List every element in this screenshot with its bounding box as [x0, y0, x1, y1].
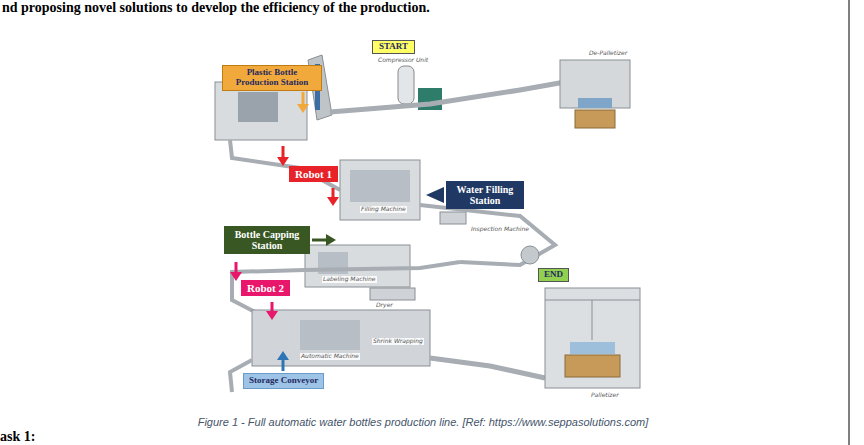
station-label: Plastic Bottle Production Station [222, 65, 322, 91]
conveyor-label: Storage Conveyor [243, 373, 324, 389]
station-label: Bottle Capping Station [224, 226, 310, 254]
node-text: Bottle Capping Station [227, 229, 307, 251]
machine-label: De-Palletizer [588, 50, 628, 57]
robot-label: Robot 2 [241, 280, 290, 296]
node-text: END [544, 270, 563, 280]
node-text: START [379, 42, 408, 52]
machine-label: Compressor Unit [377, 57, 429, 64]
machine-label: Shrink Wrapping [372, 338, 424, 345]
machine-label: Automatic Machine [300, 353, 360, 360]
machine-label: Dryer [375, 302, 394, 309]
end-box: END [538, 268, 569, 282]
node-text: Water Filling Station [450, 184, 520, 206]
node-text: Robot 1 [295, 168, 332, 180]
machine-label: Palletizer [590, 392, 620, 399]
heading-text: ask 1: [0, 429, 35, 444]
node-text: Plastic Bottle Production Station [227, 68, 317, 88]
machine-label: Filling Machine [360, 206, 407, 213]
machine-label: Inspection Machine [470, 226, 530, 233]
figure-caption: Figure 1 - Full automatic water bottles … [0, 416, 846, 428]
start-box: START [372, 40, 415, 54]
node-text: Robot 2 [247, 282, 284, 294]
station-label: Water Filling Station [446, 181, 524, 209]
heading-text: nd proposing novel solutions to develop … [2, 0, 430, 15]
machine-label: Labeling Machine [322, 276, 377, 283]
node-text: Storage Conveyor [249, 376, 318, 386]
robot-label: Robot 1 [289, 166, 338, 182]
